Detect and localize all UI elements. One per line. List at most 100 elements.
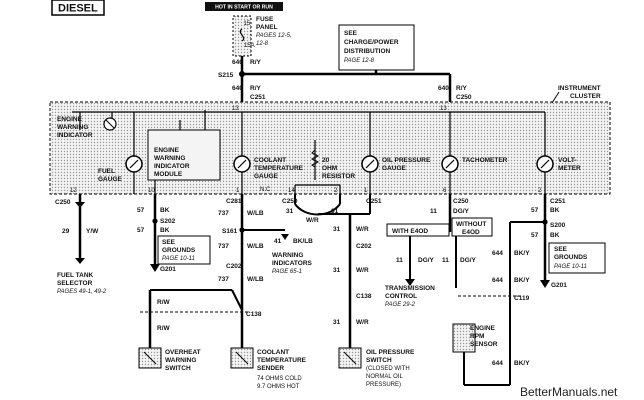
wire-57-d-color: BK — [550, 232, 560, 239]
oil-gauge-label: OIL PRESSURE — [382, 157, 431, 164]
pin-13-b: 13 — [440, 106, 447, 112]
charge-note-3: DISTRIBUTION — [344, 48, 391, 55]
resistor-label-3: RESISTOR — [322, 173, 355, 180]
without-e4od-label: WITHOUT — [456, 221, 486, 228]
engine-warning-label-3: INDICATOR — [57, 132, 93, 139]
pin-13-a: 13 — [232, 106, 239, 112]
wire-11-b: 11 — [396, 257, 403, 264]
tachometer-circuit: C250 11 DG/Y WITH E4OD WITHOUT E4OD 11 D… — [385, 194, 545, 386]
c119-label: C119 — [514, 295, 530, 302]
cluster-label-2: CLUSTER — [570, 93, 601, 100]
grounds-note-page: PAGE 10-11 — [162, 256, 195, 262]
oil-gauge-label-2: GAUGE — [382, 165, 407, 172]
pin-2-a: 2 — [334, 188, 338, 194]
fuse-panel: 15 15A FUSE PANEL PAGES 12-5, 12-8 — [232, 15, 292, 57]
diesel-title: DIESEL — [58, 3, 98, 15]
nc-label: N.C — [260, 187, 271, 193]
s200-label: S200 — [550, 222, 566, 229]
wire-29-color: Y/W — [86, 228, 99, 235]
s202-label: S202 — [160, 218, 176, 225]
coolant-gauge-label-3: GAUGE — [254, 173, 279, 180]
diesel-header: DIESEL — [51, 0, 105, 16]
c251-c-label: C251 — [550, 198, 566, 205]
engine-warning-label-2: WARNING — [57, 124, 88, 131]
fuse-pages: PAGES 12-5, — [256, 33, 292, 39]
overheat-label-3: SWITCH — [165, 365, 191, 372]
voltmeter-label-2: METER — [558, 165, 581, 172]
tachometer-label: TACHOMETER — [462, 157, 508, 164]
oil-pressure-circuit: C250 C251 31 31 W/R 31 W/R C202 31 W/R C… — [282, 194, 415, 388]
wire-31-c-color: W/R — [356, 319, 369, 326]
engine-warning-module — [147, 129, 221, 181]
wire-644-c-color: BK/Y — [514, 360, 530, 367]
wire-57-d: 57 — [531, 232, 539, 239]
module-label-3: INDICATOR — [154, 163, 190, 170]
resistor-label-1: 20 — [322, 157, 330, 164]
wire-57-c: 57 — [531, 207, 539, 214]
pin-14: 14 — [288, 188, 295, 194]
wire-57-a-color: BK — [160, 207, 170, 214]
voltmeter-ground-circuit: C251 57 BK S200 57 BK SEE GROUNDS PAGE 1… — [531, 194, 606, 289]
wire-11: 11 — [430, 208, 437, 215]
pin-1-b: 1 — [364, 188, 368, 194]
cluster-label-1: INSTRUMENT — [558, 85, 601, 92]
warning-ind-label: WARNING — [272, 252, 303, 259]
coolant-sender-label: COOLANT — [257, 349, 289, 356]
arrow-down-icon-2 — [281, 234, 289, 240]
wire-640-b-color: R/Y — [250, 85, 262, 92]
wire-640-c-color: R/Y — [456, 85, 468, 92]
wire-644-b: 644 — [492, 277, 503, 284]
c251-b-label: C251 — [366, 198, 382, 205]
fuse-label-2: PANEL — [256, 24, 278, 31]
c138-b-label: C138 — [356, 293, 372, 300]
charge-power-note: SEE CHARGE/POWER DISTRIBUTION PAGE 12-8 — [338, 24, 415, 71]
charge-note-page: PAGE 12-8 — [344, 58, 375, 64]
wire-737-b: 737 — [218, 243, 229, 250]
c250-b-label: C250 — [55, 199, 71, 206]
wire-644-a: 644 — [492, 250, 503, 257]
grounds-note-2: GROUNDS — [162, 247, 196, 254]
arrow-down-icon — [75, 258, 85, 264]
wire-11-c-color: DG/Y — [460, 257, 477, 264]
wire-11-b-color: DG/Y — [418, 257, 435, 264]
c202-b-label: C202 — [356, 243, 372, 250]
pin-2-b: 2 — [538, 188, 542, 194]
engine-warning-label: ENGINE — [57, 116, 83, 123]
wire-31-color: W/R — [306, 217, 319, 224]
oil-switch-note-1: (CLOSED WITH — [366, 366, 410, 372]
coolant-gauge-icon — [233, 155, 251, 173]
with-e4od-label: WITH E4OD — [392, 228, 428, 235]
grounds2-note-2: GROUNDS — [554, 254, 588, 261]
s215-label: S215 — [218, 72, 234, 79]
oil-switch-label-2: SWITCH — [366, 357, 392, 364]
fuse-rating: 15A — [244, 43, 255, 49]
coolant-sender-cold: 74 OHMS COLD — [257, 376, 302, 382]
wire-640-c: 640 — [438, 85, 449, 92]
coolant-gauge-label-2: TEMPERATURE — [254, 165, 304, 172]
wire-rw-2: R/W — [157, 325, 171, 332]
pin-10: 10 — [148, 188, 155, 194]
pin-1-a: 1 — [236, 188, 240, 194]
coolant-sender-label-2: TEMPERATURE — [257, 357, 307, 364]
fuse-number: 15 — [244, 21, 251, 27]
oil-pressure-gauge-icon — [361, 155, 379, 173]
watermark: BetterManuals.net — [520, 385, 618, 399]
g201-b-label: G201 — [551, 282, 567, 289]
coolant-sender-hot: 9.7 OHMS HOT — [257, 384, 300, 390]
coolant-sender-label-3: SENDER — [257, 365, 284, 372]
rpm-sensor-label: ENGINE — [470, 325, 496, 332]
wire-737-a-color: W/LB — [247, 210, 264, 217]
wire-644-b-color: BK/Y — [514, 277, 530, 284]
charge-note-2: CHARGE/POWER — [344, 39, 399, 46]
rpm-sensor-label-3: SENSOR — [470, 341, 498, 348]
c251-a-label: C251 — [250, 94, 266, 101]
wire-57-b-color: BK — [160, 227, 170, 234]
c281-label: C281 — [226, 198, 242, 205]
overheat-label-2: WARNING — [165, 357, 196, 364]
wire-11-color: DG/Y — [453, 208, 470, 215]
wire-737-a: 737 — [218, 210, 229, 217]
rpm-sensor-label-2: RPM — [470, 333, 484, 340]
charge-note-1: SEE — [344, 30, 358, 37]
fuel-gauge-label: FUEL — [98, 168, 115, 175]
coolant-gauge-label: COOLANT — [254, 157, 286, 164]
